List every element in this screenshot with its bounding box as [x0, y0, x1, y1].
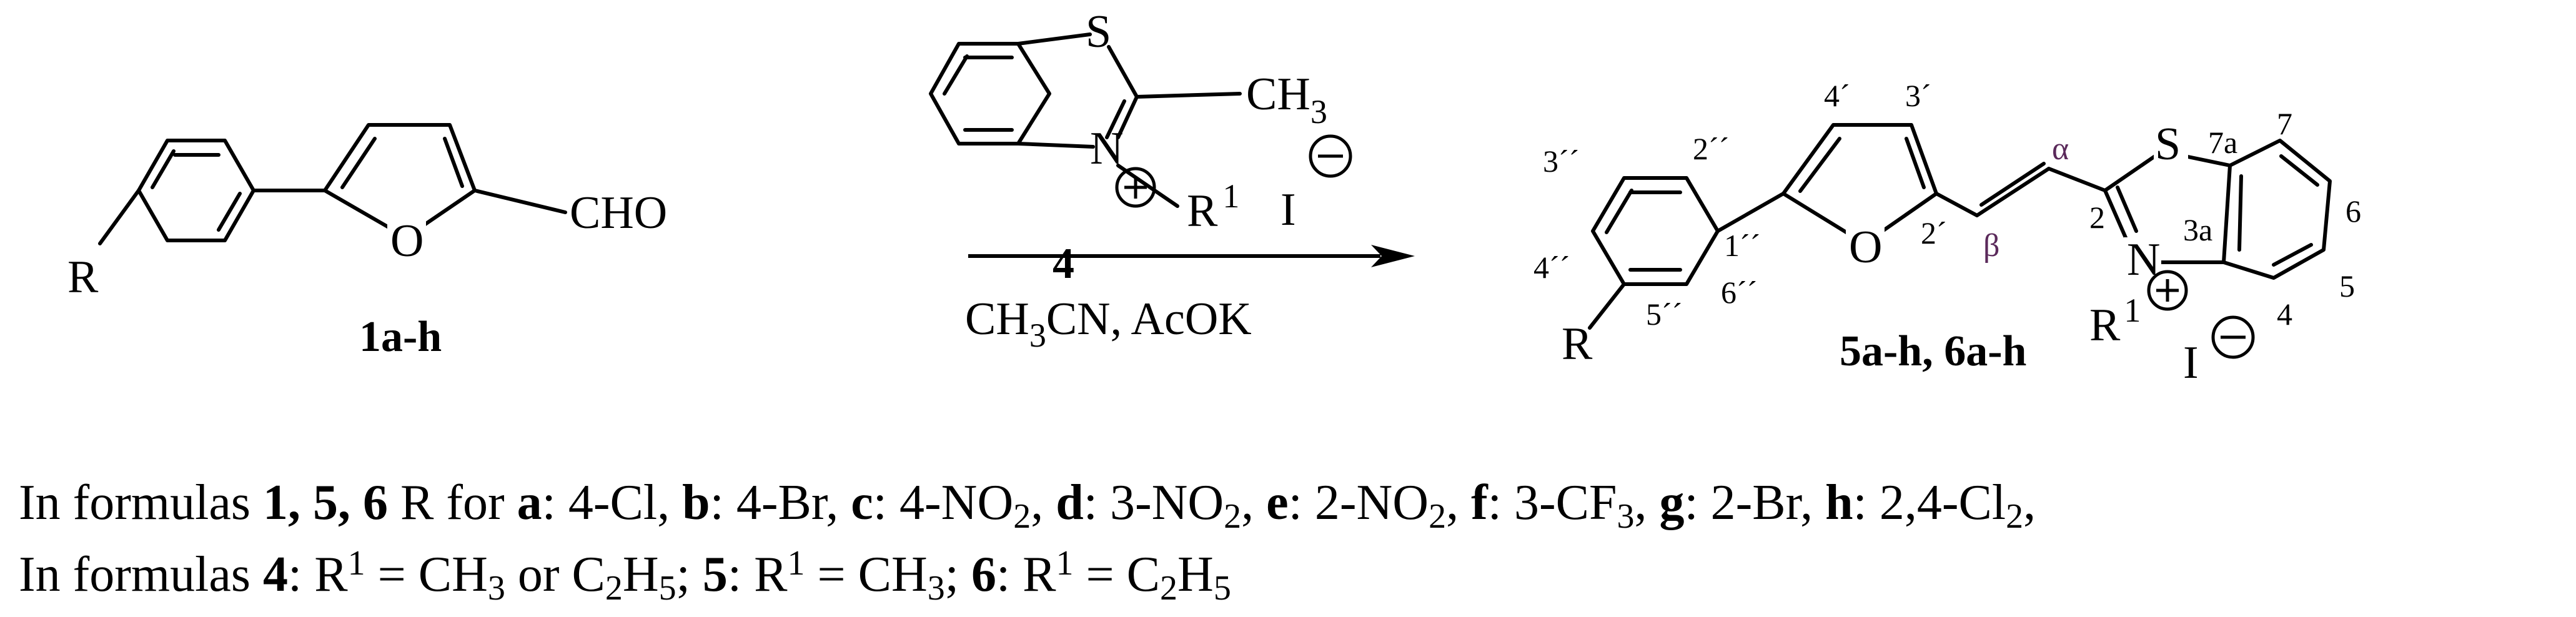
position-label: 3´´: [1543, 144, 1579, 179]
position-label: 3a: [2183, 212, 2212, 247]
reagent-thiazole-bond: [1116, 95, 1139, 139]
product-thiazole-bond: [2183, 154, 2232, 167]
reagent-benzene-inner-bond: [943, 54, 969, 96]
product-compound-label: 5a-h, 6a-h: [1840, 327, 2026, 375]
product-aryl-furan-bond: [1716, 192, 1785, 233]
caption-line-2: In formulas 4: R1 = CH3 or C2H5; 5: R1 =…: [19, 544, 1231, 608]
position-label: 4´´: [1533, 250, 1570, 285]
reagent-methyl-bond: [1135, 92, 1242, 99]
product-thiazole-bond: [2103, 189, 2129, 242]
product-vinyl-bond: [1934, 192, 1979, 217]
position-label: 2´´: [1693, 131, 1729, 166]
product-sulfur-label: S: [2155, 119, 2181, 170]
reactant-r-bond: [98, 189, 141, 245]
reactant-furan-inner-bond: [443, 137, 464, 188]
beta-label: β: [1983, 228, 1999, 264]
position-label: 3´: [1905, 78, 1931, 113]
position-label: 4: [2277, 297, 2292, 332]
caption-line-1: In formulas 1, 5, 6 R for a: 4-Cl, b: 4-…: [19, 475, 2036, 536]
product-benzo-inner-bond: [2272, 243, 2313, 267]
reagent-sulfur-label: S: [1086, 6, 1111, 57]
reagent-thiazole-bond: [1107, 45, 1139, 99]
reagent-nitrogen-label: N: [1090, 123, 1123, 174]
reagent-n-r1-bond: [1116, 164, 1179, 208]
position-label: 5: [2339, 269, 2355, 304]
reaction-conditions: CH3CN, AcOK: [965, 294, 1252, 354]
product-phenyl-ring: [1591, 176, 1720, 286]
position-label: 7a: [2208, 125, 2237, 160]
reactant-compound-label: 1a-h: [359, 313, 442, 361]
reagent-thiazole-bond: [1016, 142, 1095, 149]
reactant-oxygen-label: O: [390, 215, 424, 267]
position-label: 1´´: [1724, 228, 1760, 263]
product-r-label: R: [1562, 318, 1593, 370]
reactant-cho-bond: [473, 189, 567, 214]
reagent-ch3-label: CH3: [1246, 69, 1327, 131]
product-furan-inner-bond: [1798, 137, 1841, 193]
product-minus-charge-icon: [2211, 315, 2255, 359]
position-label: 2´: [1921, 215, 1947, 250]
product-vinyl-bond: [2047, 167, 2107, 192]
reactant-benzene-inner-bond: [217, 192, 242, 232]
reagent-plus-charge-icon: [1115, 167, 1156, 208]
reagent-thiazole-bond: [1016, 32, 1092, 46]
product-benzo-inner-bond: [2237, 174, 2243, 252]
reactant-benzene-inner-bond: [151, 149, 176, 189]
product-thiazole-inner-bond: [2116, 185, 2138, 233]
position-label: 5´´: [1646, 297, 1682, 332]
reactant-furan-inner-bond: [340, 137, 377, 189]
product-vinyl-double-bond: [1979, 162, 2046, 207]
product-benzo-inner-bond: [2279, 154, 2319, 187]
alpha-label: α: [2052, 131, 2069, 167]
reagent-iodide-label: I: [1281, 184, 1296, 235]
reactant-1: R O CHO 1a-h: [67, 123, 667, 361]
reagent-thiazole-inner-bond: [1105, 99, 1126, 139]
product-furan-inner-bond: [1905, 137, 1926, 189]
product-iodide-label: I: [2183, 337, 2199, 388]
reactant-cho-label: CHO: [570, 187, 667, 239]
position-label: 7: [2277, 106, 2292, 141]
position-label: 6: [2346, 194, 2361, 229]
reactant-r-label: R: [67, 252, 99, 303]
position-label: 4´: [1824, 78, 1850, 113]
position-label: 6´´: [1721, 275, 1757, 310]
product-vinyl-double-bond: [1975, 167, 2051, 217]
product-r-bond: [1588, 282, 1626, 330]
reaction-arrow: [968, 245, 1415, 267]
product-phenyl-inner-bond: [1605, 189, 1633, 234]
product-benzo-ring: [2222, 139, 2332, 280]
product-thiazole-bond: [2103, 154, 2157, 192]
reagent-minus-charge-icon: [1309, 134, 1352, 178]
product-oxygen-label: O: [1849, 222, 1882, 273]
position-label: 2: [2089, 200, 2105, 235]
reagent-compound-label: 4: [1053, 240, 1074, 288]
